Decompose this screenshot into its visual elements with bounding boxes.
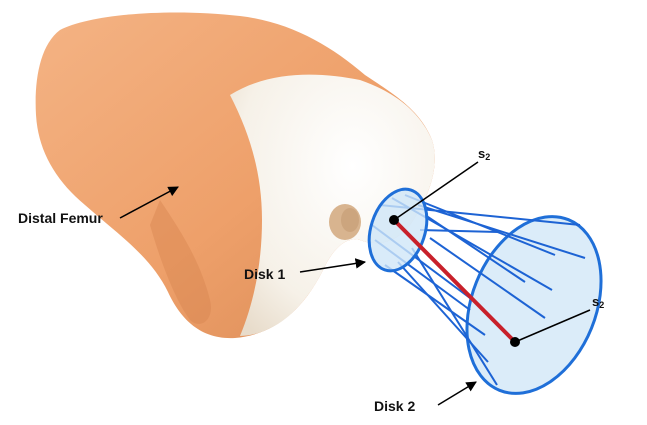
condyle-shadow: [341, 208, 359, 232]
s2-top-label: s2: [478, 146, 490, 162]
s2-top-sub: 2: [485, 152, 490, 162]
s2-right-label: s2: [592, 294, 604, 310]
distal-femur-bone: [36, 12, 435, 338]
disk2-label: Disk 2: [374, 398, 415, 414]
disk2-arrow: [438, 382, 476, 405]
disk1-label: Disk 1: [244, 266, 285, 282]
fiber-line: [420, 230, 498, 232]
distal-femur-label: Distal Femur: [18, 210, 103, 226]
s2-right-sub: 2: [599, 300, 604, 310]
